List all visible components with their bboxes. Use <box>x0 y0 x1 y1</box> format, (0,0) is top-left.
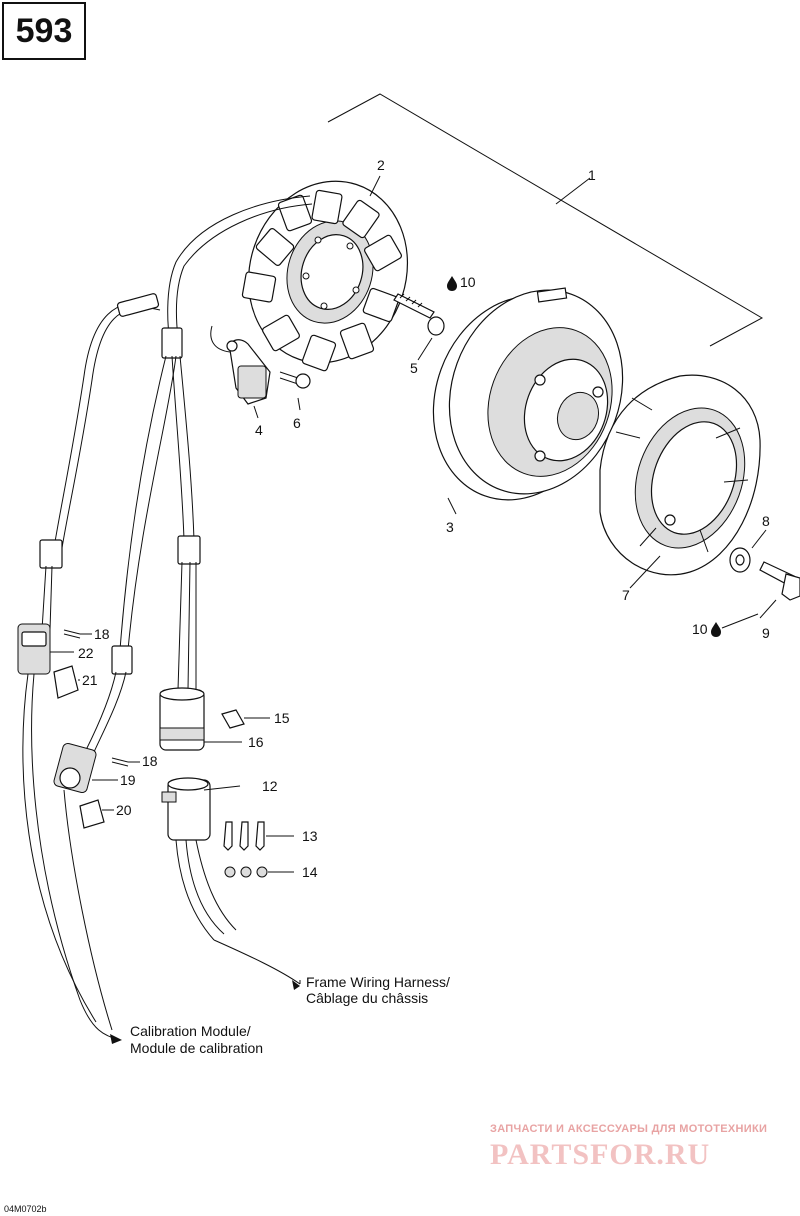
watermark-site: PARTSFOR.RU <box>490 1138 710 1171</box>
page-number-box: 593 <box>2 2 86 60</box>
callout-8: 8 <box>762 513 770 529</box>
terminals-13 <box>223 821 265 851</box>
calibration-module-note-line1: Calibration Module/ <box>130 1023 251 1039</box>
callout-9: 9 <box>762 625 770 641</box>
callout-10-upper: 10 <box>460 274 476 290</box>
callout-18-lower: 18 <box>142 753 158 769</box>
watermark-tagline: ЗАПЧАСТИ И АКСЕССУАРЫ ДЛЯ МОТОТЕХНИКИ <box>490 1123 767 1135</box>
callout-18-upper: 18 <box>94 626 110 642</box>
callout-14: 14 <box>302 864 318 880</box>
callout-1: 1 <box>588 167 596 183</box>
bracket-20 <box>79 799 105 829</box>
callout-13: 13 <box>302 828 318 844</box>
page-number: 593 <box>15 11 73 50</box>
callout-15: 15 <box>274 710 290 726</box>
callout-19: 19 <box>120 772 136 788</box>
callout-12: 12 <box>262 778 278 794</box>
screw-5 <box>393 293 445 336</box>
assembly-bracket <box>327 93 764 347</box>
callout-20: 20 <box>116 802 132 818</box>
drawing-code: 04M0702b <box>4 1204 47 1214</box>
leader-lines <box>50 175 777 1044</box>
callout-7: 7 <box>622 587 630 603</box>
callout-10-lower: 10 <box>692 621 708 637</box>
terminal-15 <box>221 709 245 729</box>
screw-6 <box>279 371 311 389</box>
callout-2: 2 <box>377 157 385 173</box>
trigger-sensor <box>210 325 271 405</box>
drop-icon <box>447 276 457 291</box>
frame-harness-note-line1: Frame Wiring Harness/ <box>306 974 450 990</box>
washer <box>729 547 751 573</box>
callout-3: 3 <box>446 519 454 535</box>
calibration-module-note-line2: Module de calibration <box>130 1040 263 1056</box>
connector-12 <box>161 777 301 985</box>
stator-harness <box>39 195 313 753</box>
connector-22 <box>17 623 121 1041</box>
callout-5: 5 <box>410 360 418 376</box>
connector-housing-16 <box>159 687 205 751</box>
callout-22: 22 <box>78 645 94 661</box>
bracket-21 <box>53 665 79 699</box>
flywheel <box>432 287 624 501</box>
ring-gear <box>599 374 761 576</box>
drop-icon <box>711 622 721 637</box>
callout-21: 21 <box>82 672 98 688</box>
callout-6: 6 <box>293 415 301 431</box>
connector-19 <box>53 742 113 1031</box>
frame-harness-note-line2: Câblage du châssis <box>306 990 428 1006</box>
seals-14 <box>224 866 268 878</box>
stator <box>241 180 409 372</box>
pin-18-lower <box>111 757 129 767</box>
bolt-9 <box>759 561 800 601</box>
callout-16: 16 <box>248 734 264 750</box>
callout-4: 4 <box>255 422 263 438</box>
pin-18-upper <box>63 629 81 639</box>
